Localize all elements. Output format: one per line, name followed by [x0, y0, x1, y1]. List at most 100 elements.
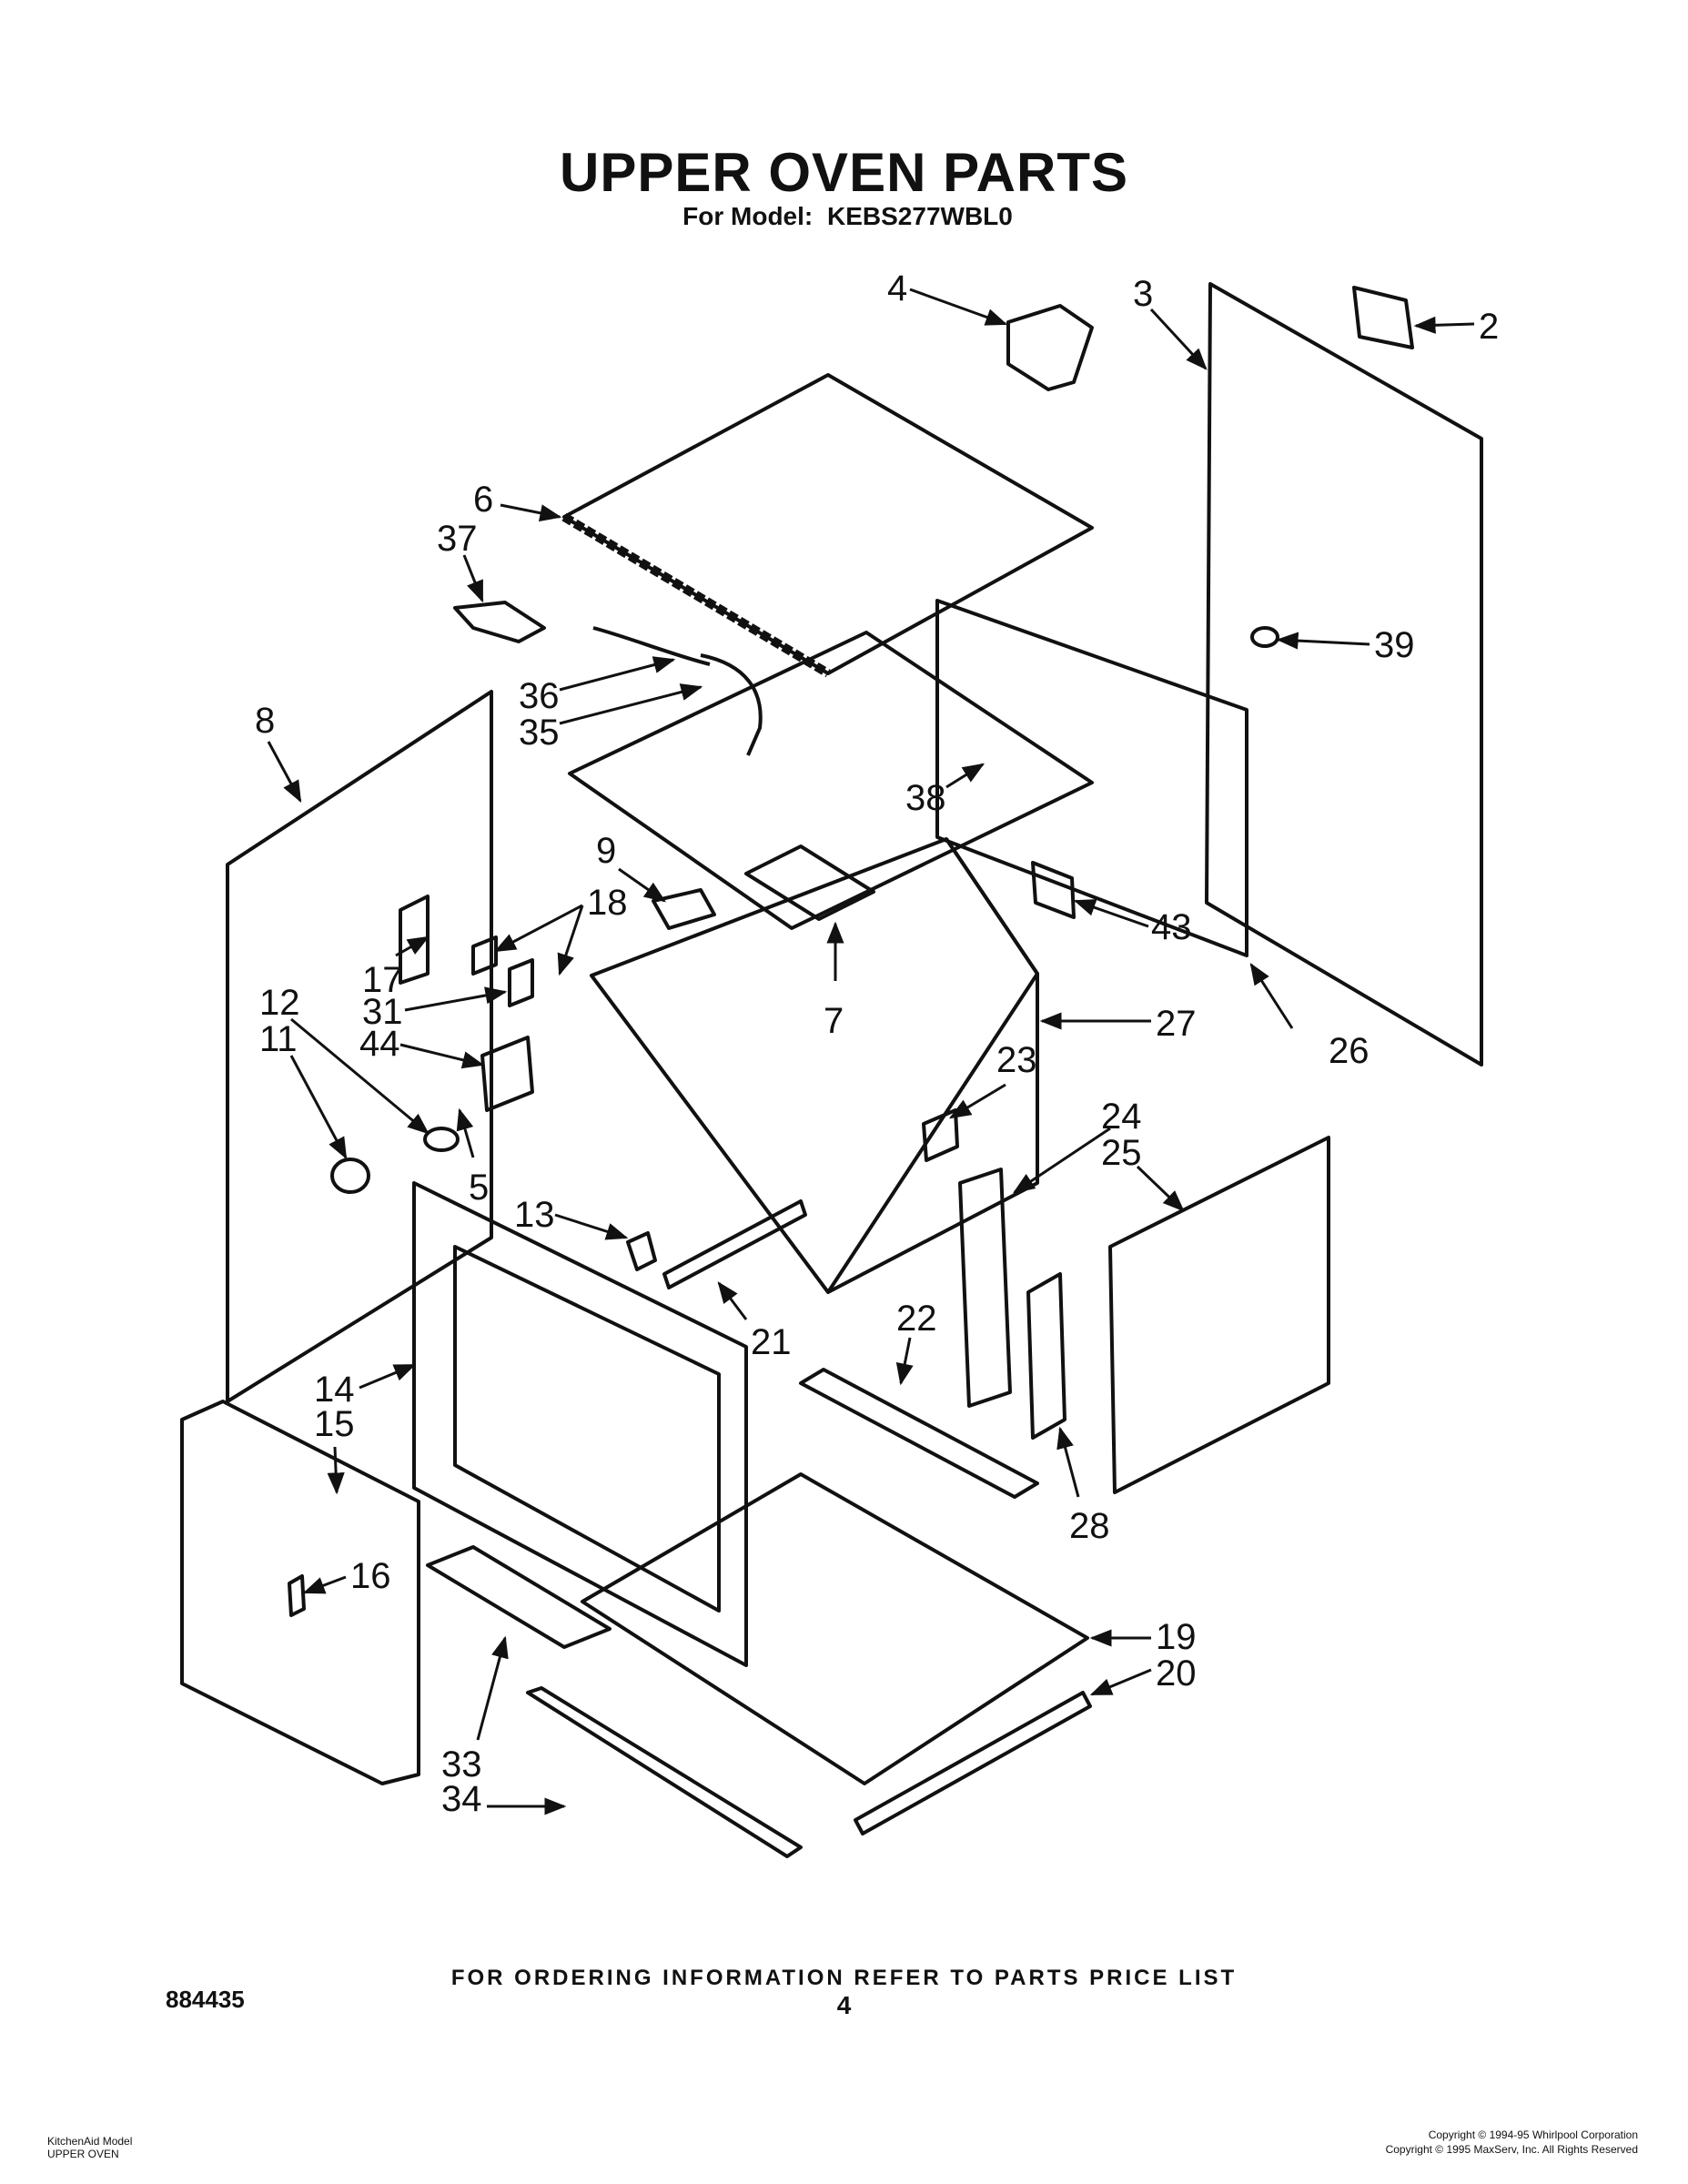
footer-right-line1: Copyright © 1994-95 Whirlpool Corporatio… [1428, 2128, 1638, 2141]
part-37-latch [453, 601, 546, 643]
callout-37: 37 [437, 519, 478, 559]
leader-18b [557, 905, 584, 976]
callout-43: 43 [1151, 907, 1192, 947]
leader-28 [1056, 1426, 1080, 1498]
part-13-clip [626, 1231, 657, 1271]
part-16-clip [288, 1574, 306, 1617]
part-31-switch [508, 958, 534, 1007]
callout-22: 22 [896, 1299, 937, 1339]
leader-13 [554, 1213, 629, 1240]
callout-25: 25 [1101, 1133, 1142, 1173]
callout-33: 33 [441, 1744, 482, 1785]
callout-35: 35 [519, 713, 560, 753]
leader-20 [1089, 1668, 1152, 1696]
part-18-clip [471, 935, 498, 976]
callout-12: 12 [259, 983, 300, 1023]
page-title: UPPER OVEN PARTS [560, 142, 1128, 203]
leader-33 [476, 1635, 509, 1741]
part-20-trim [854, 1691, 1092, 1835]
part-17-bracket [399, 895, 430, 985]
callout-17: 17 [362, 960, 403, 1000]
callout-19: 19 [1156, 1617, 1197, 1657]
part-8-side-panel [226, 690, 493, 1403]
leader-16 [302, 1575, 347, 1594]
callout-34: 34 [441, 1779, 482, 1819]
leader-23 [948, 1083, 1006, 1119]
part-33-vent [426, 1545, 612, 1649]
part-28-hinge [1026, 1272, 1066, 1440]
callout-11: 11 [259, 1019, 298, 1059]
part-35-duct [700, 653, 763, 756]
part-14-frame [412, 1181, 748, 1667]
part-6-front-edge [561, 512, 831, 678]
document-number: 884435 [166, 1986, 245, 2013]
callout-36: 36 [519, 676, 560, 716]
callout-20: 20 [1156, 1653, 1197, 1694]
callout-8: 8 [255, 701, 275, 741]
callout-31: 31 [362, 992, 403, 1032]
part-26-side-panel [935, 599, 1248, 957]
leader-37 [462, 554, 484, 603]
model-line: For Model: KEBS277WBL0 [0, 202, 1688, 231]
callout-5: 5 [469, 1168, 489, 1208]
callout-44: 44 [359, 1024, 400, 1064]
part-19-bottom [581, 1472, 1089, 1785]
part-7-bracket [744, 844, 875, 921]
part-34-trim [526, 1686, 803, 1858]
leader-4 [909, 288, 1008, 326]
leader-25 [1136, 1165, 1185, 1212]
leader-36 [559, 656, 676, 692]
part-23-bracket [922, 1108, 959, 1162]
callout-9: 9 [596, 831, 616, 871]
callout-4: 4 [887, 268, 907, 308]
callout-15: 15 [314, 1404, 355, 1444]
leader-6 [500, 503, 562, 522]
leader-9 [618, 867, 666, 903]
part-38-top-plate [568, 631, 1094, 930]
part-11-lens [330, 1158, 370, 1194]
callout-28: 28 [1069, 1506, 1110, 1546]
model-number: KEBS277WBL0 [827, 202, 1013, 230]
footer-left-line1: KitchenAid Model [47, 2135, 133, 2148]
leader-12 [290, 1017, 430, 1135]
leader-3 [1149, 308, 1208, 370]
part-43-bracket [1031, 861, 1076, 919]
leader-44 [399, 1043, 485, 1069]
leader-31 [404, 986, 508, 1012]
leader-11 [289, 1055, 348, 1160]
part-12-socket [423, 1127, 460, 1152]
callout-21: 21 [751, 1322, 792, 1362]
callout-18: 18 [587, 883, 628, 923]
footer-right-copyright: Copyright © 1994-95 Whirlpool Corporatio… [1386, 2128, 1638, 2157]
leader-17 [395, 935, 430, 957]
leader-38 [945, 763, 986, 789]
model-label: For Model: [682, 202, 814, 230]
footer-left-info: KitchenAid Model UPPER OVEN [47, 2135, 132, 2160]
leader-14 [359, 1363, 417, 1390]
leader-21 [717, 1281, 748, 1320]
part-22-rail [799, 1368, 1039, 1499]
callout-6: 6 [473, 480, 493, 520]
callout-24: 24 [1101, 1097, 1142, 1137]
leader-8 [267, 741, 302, 804]
page-number: 4 [836, 1991, 852, 2019]
callout-3: 3 [1133, 274, 1153, 314]
leader-22 [895, 1337, 914, 1386]
part-4-bracket [1006, 304, 1094, 391]
leader-39 [1276, 632, 1370, 650]
part-39-grommet [1250, 626, 1279, 648]
footer-left-line2: UPPER OVEN [47, 2148, 119, 2160]
leader-26 [1249, 962, 1294, 1029]
callout-7: 7 [824, 1001, 844, 1041]
leader-24 [1013, 1127, 1111, 1194]
part-2-bracket [1352, 286, 1414, 349]
footer-right-line2: Copyright © 1995 MaxServ, Inc. All Right… [1385, 2143, 1638, 2156]
part-25-panel [1108, 1136, 1330, 1494]
callout-26: 26 [1329, 1031, 1370, 1071]
callout-38: 38 [905, 778, 946, 818]
part-27-cavity-side [827, 837, 1039, 1294]
part-9-thermostat [652, 888, 716, 930]
leader-2 [1413, 316, 1475, 334]
part-14-window [453, 1245, 721, 1613]
